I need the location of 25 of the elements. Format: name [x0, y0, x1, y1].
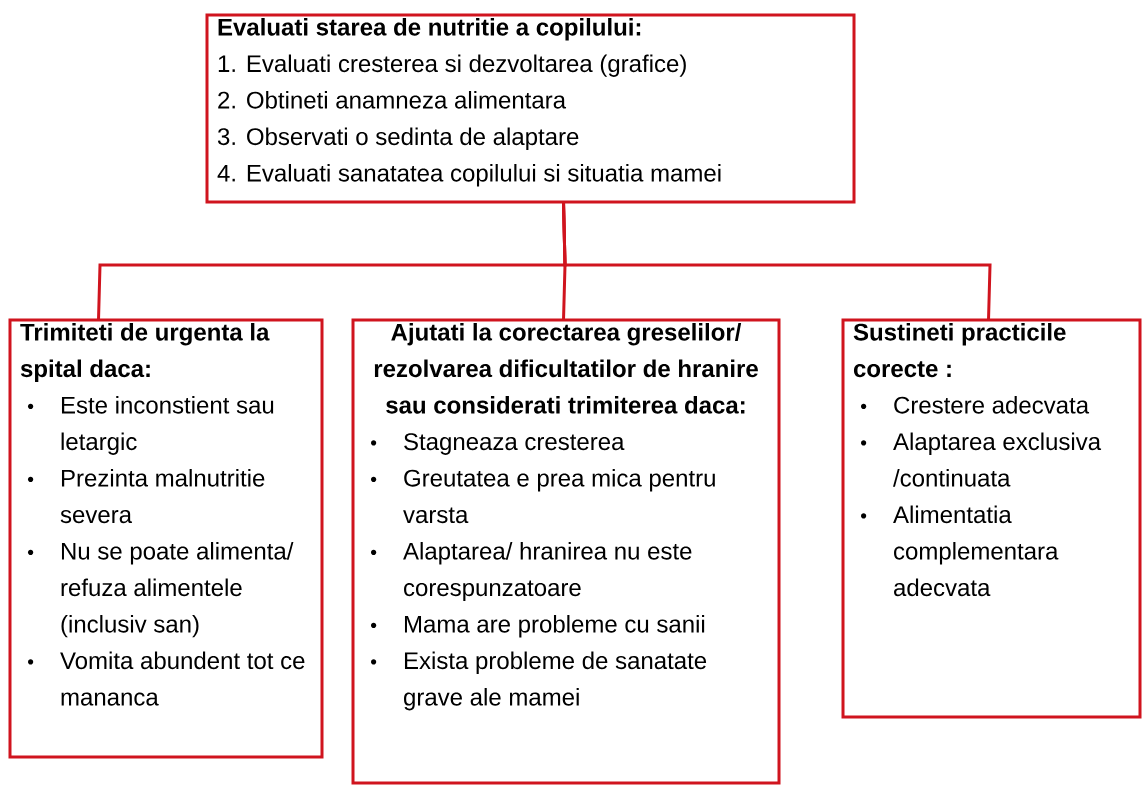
heading: Sustineti practicile corecte : — [853, 323, 1066, 378]
list-item: Nu se poate alimenta/ refuza alimentele (inclusiv san) — [61, 542, 294, 638]
process-box — [351, 318, 781, 785]
heading: Evaluati starea de nutritie a copilului: — [218, 18, 641, 41]
heading: Trimiteti de urgenta la spital daca: — [20, 323, 270, 382]
list-item: Mama are probleme cu sanii — [405, 615, 705, 638]
list-item: Prezinta malnutritie severa — [60, 469, 265, 524]
list-item: 2. Obtineti anamneza alimentara — [218, 91, 567, 109]
list-item: Alaptarea exclusiva /continuata — [893, 432, 1102, 487]
list-item: 1. Evaluati cresterea si dezvoltarea (grafice) — [218, 54, 686, 77]
list-item: 3. Observati o sedinta de alaptare — [217, 127, 579, 150]
list-item: Alimentatia complementara adecvata — [893, 505, 1059, 597]
connector-line — [562, 201, 992, 321]
list-item: Este inconstient sau letargic — [61, 396, 274, 455]
list-item: Greutatea e prea mica pentru varsta — [403, 469, 715, 524]
process-box — [841, 318, 1142, 719]
heading: Ajutati la corectarea greselilor/ rezolvarea dificultatilor de hranire sau considerati trimiterea daca: — [374, 323, 758, 414]
list-item: Vomita abundent tot ce mananca — [60, 651, 305, 706]
list-item: Crestere adecvata — [894, 396, 1090, 414]
process-box — [205, 13, 856, 204]
list-item: Stagneaza cresterea — [404, 433, 625, 455]
list-item: Exista probleme de sanatate grave ale mamei — [404, 651, 707, 711]
process-box — [8, 318, 324, 759]
list-item: Alaptarea/ hranirea nu este corespunzatoare — [403, 542, 692, 601]
list-item: 4. Evaluati sanatatea copilului si situatia mamei — [217, 164, 721, 187]
